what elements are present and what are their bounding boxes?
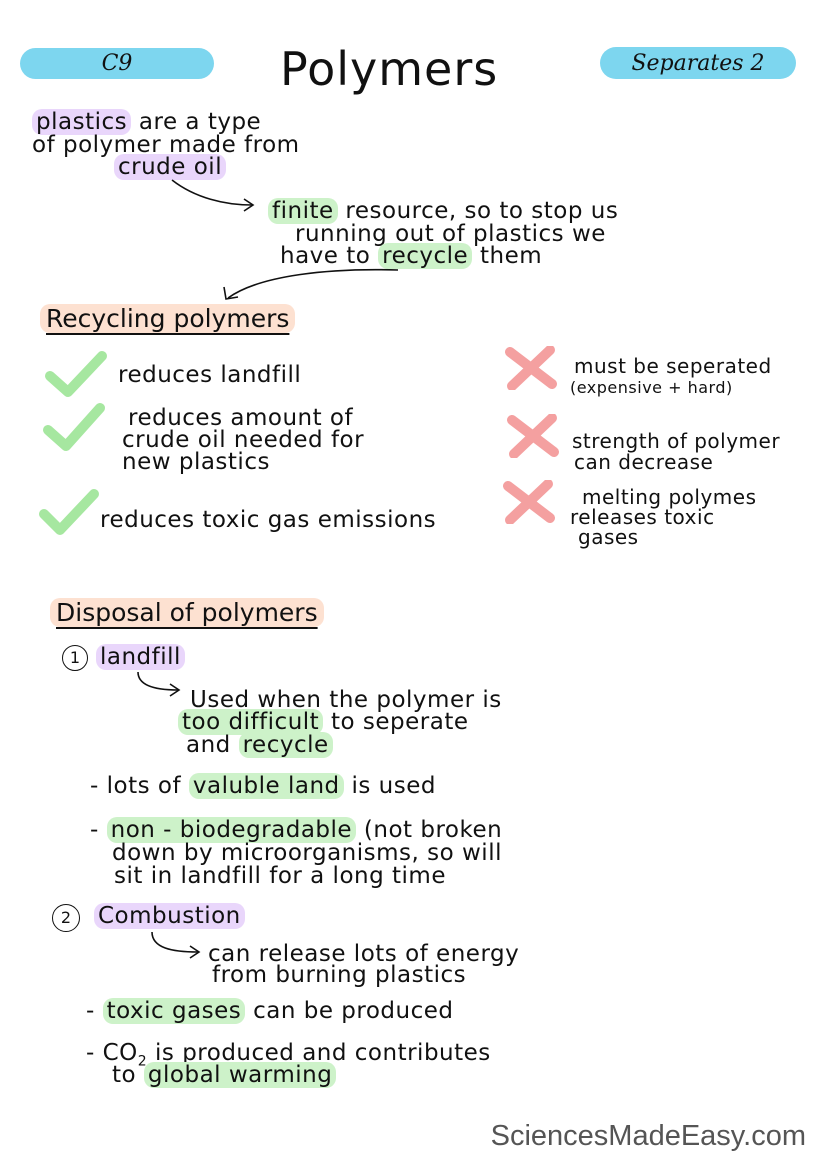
valuble-land-highlight: valuble land [188, 773, 344, 799]
check-icon [43, 403, 105, 451]
running-line: running out of plastics we [295, 221, 606, 247]
landfill-bullet-1: - lots of valuble land is used [90, 773, 436, 799]
con-1-line-2: (expensive + hard) [570, 378, 733, 397]
landfill-bullet-2-line-2: down by microorganisms, so will [112, 840, 502, 866]
combustion-number: 2 [52, 904, 80, 932]
con-2-line-2: can decrease [574, 450, 714, 474]
landfill-bullet-2-line-3: sit in landfill for a long time [114, 863, 446, 889]
finite-highlight: finite [268, 198, 338, 224]
non-biodegradable-highlight: non - biodegradable [106, 817, 357, 843]
intro-line-2: of polymer made from [32, 132, 300, 158]
combustion-label: Combustion [94, 903, 245, 929]
pro-2-line-2: crude oil needed for [122, 427, 365, 453]
landfill-number: 1 [62, 645, 88, 671]
arrow-to-recycling-head [223, 286, 239, 300]
landfill-label: landfill [96, 644, 185, 670]
con-1-line-1: must be seperated [574, 354, 772, 378]
recycle-highlight: recycle [378, 243, 473, 269]
combustion-bullet-2-line-2: to global warming [112, 1062, 337, 1088]
have-to-line: have to recycle them [280, 243, 543, 269]
too-difficult-highlight: too difficult [178, 709, 324, 735]
intro-line-1: plastics are a type [32, 109, 261, 135]
separates-tag: Separates 2 [600, 47, 796, 79]
combustion-bullet-1: - toxic gases can be produced [86, 998, 454, 1024]
chapter-tag-text: C9 [101, 51, 133, 76]
pro-2-line-1: reduces amount of [128, 405, 354, 431]
combustion-arrow-line-2: from burning plastics [212, 962, 467, 988]
intro-line-3: crude oil [114, 154, 227, 180]
cross-icon [507, 414, 559, 458]
pro-1: reduces landfill [118, 362, 302, 388]
arrow-landfill [137, 671, 179, 691]
arrow-combustion [151, 931, 199, 953]
toxic-gases-highlight: toxic gases [102, 998, 246, 1024]
disposal-heading: Disposal of polymers [50, 598, 324, 628]
check-icon [39, 489, 99, 535]
landfill-arrow-line-3: and recycle [186, 732, 333, 758]
landfill-arrow-line-1: Used when the polymer is [190, 687, 502, 713]
recycling-heading: Recycling polymers [40, 304, 296, 334]
footer-brand: SciencesMadeEasy.com [490, 1120, 806, 1152]
recycle-highlight-2: recycle [238, 732, 333, 758]
con-2-line-1: strength of polymer [572, 429, 781, 453]
check-icon [45, 351, 107, 397]
arrow-combustion-head [189, 945, 201, 959]
con-3-line-1: melting polymes [582, 485, 757, 509]
chapter-tag: C9 [20, 48, 214, 79]
cross-icon [505, 346, 557, 390]
landfill-bullet-2: - non - biodegradable (not broken [90, 817, 503, 843]
arrow-to-recycling [227, 268, 399, 299]
pro-2-line-3: new plastics [122, 449, 270, 475]
plastics-highlight: plastics [32, 109, 132, 135]
global-warming-highlight: global warming [143, 1062, 337, 1088]
combustion-arrow-line-1: can release lots of energy [208, 941, 520, 967]
arrow-to-finite [171, 179, 253, 206]
cross-icon [503, 480, 555, 524]
con-3-line-3: gases [578, 525, 639, 549]
page-title: Polymers [280, 42, 499, 96]
crude-oil-highlight: crude oil [114, 154, 227, 180]
combustion-bullet-2: - CO2 is produced and contributes [86, 1040, 491, 1070]
separates-tag-text: Separates 2 [631, 50, 765, 76]
arrow-to-finite-head [243, 198, 255, 212]
arrow-landfill-head [169, 683, 181, 697]
finite-line: finite resource, so to stop us [268, 198, 618, 224]
pro-3: reduces toxic gas emissions [100, 507, 437, 533]
landfill-arrow-line-2: too difficult to seperate [178, 709, 469, 735]
con-3-line-2: releases toxic [570, 505, 715, 529]
